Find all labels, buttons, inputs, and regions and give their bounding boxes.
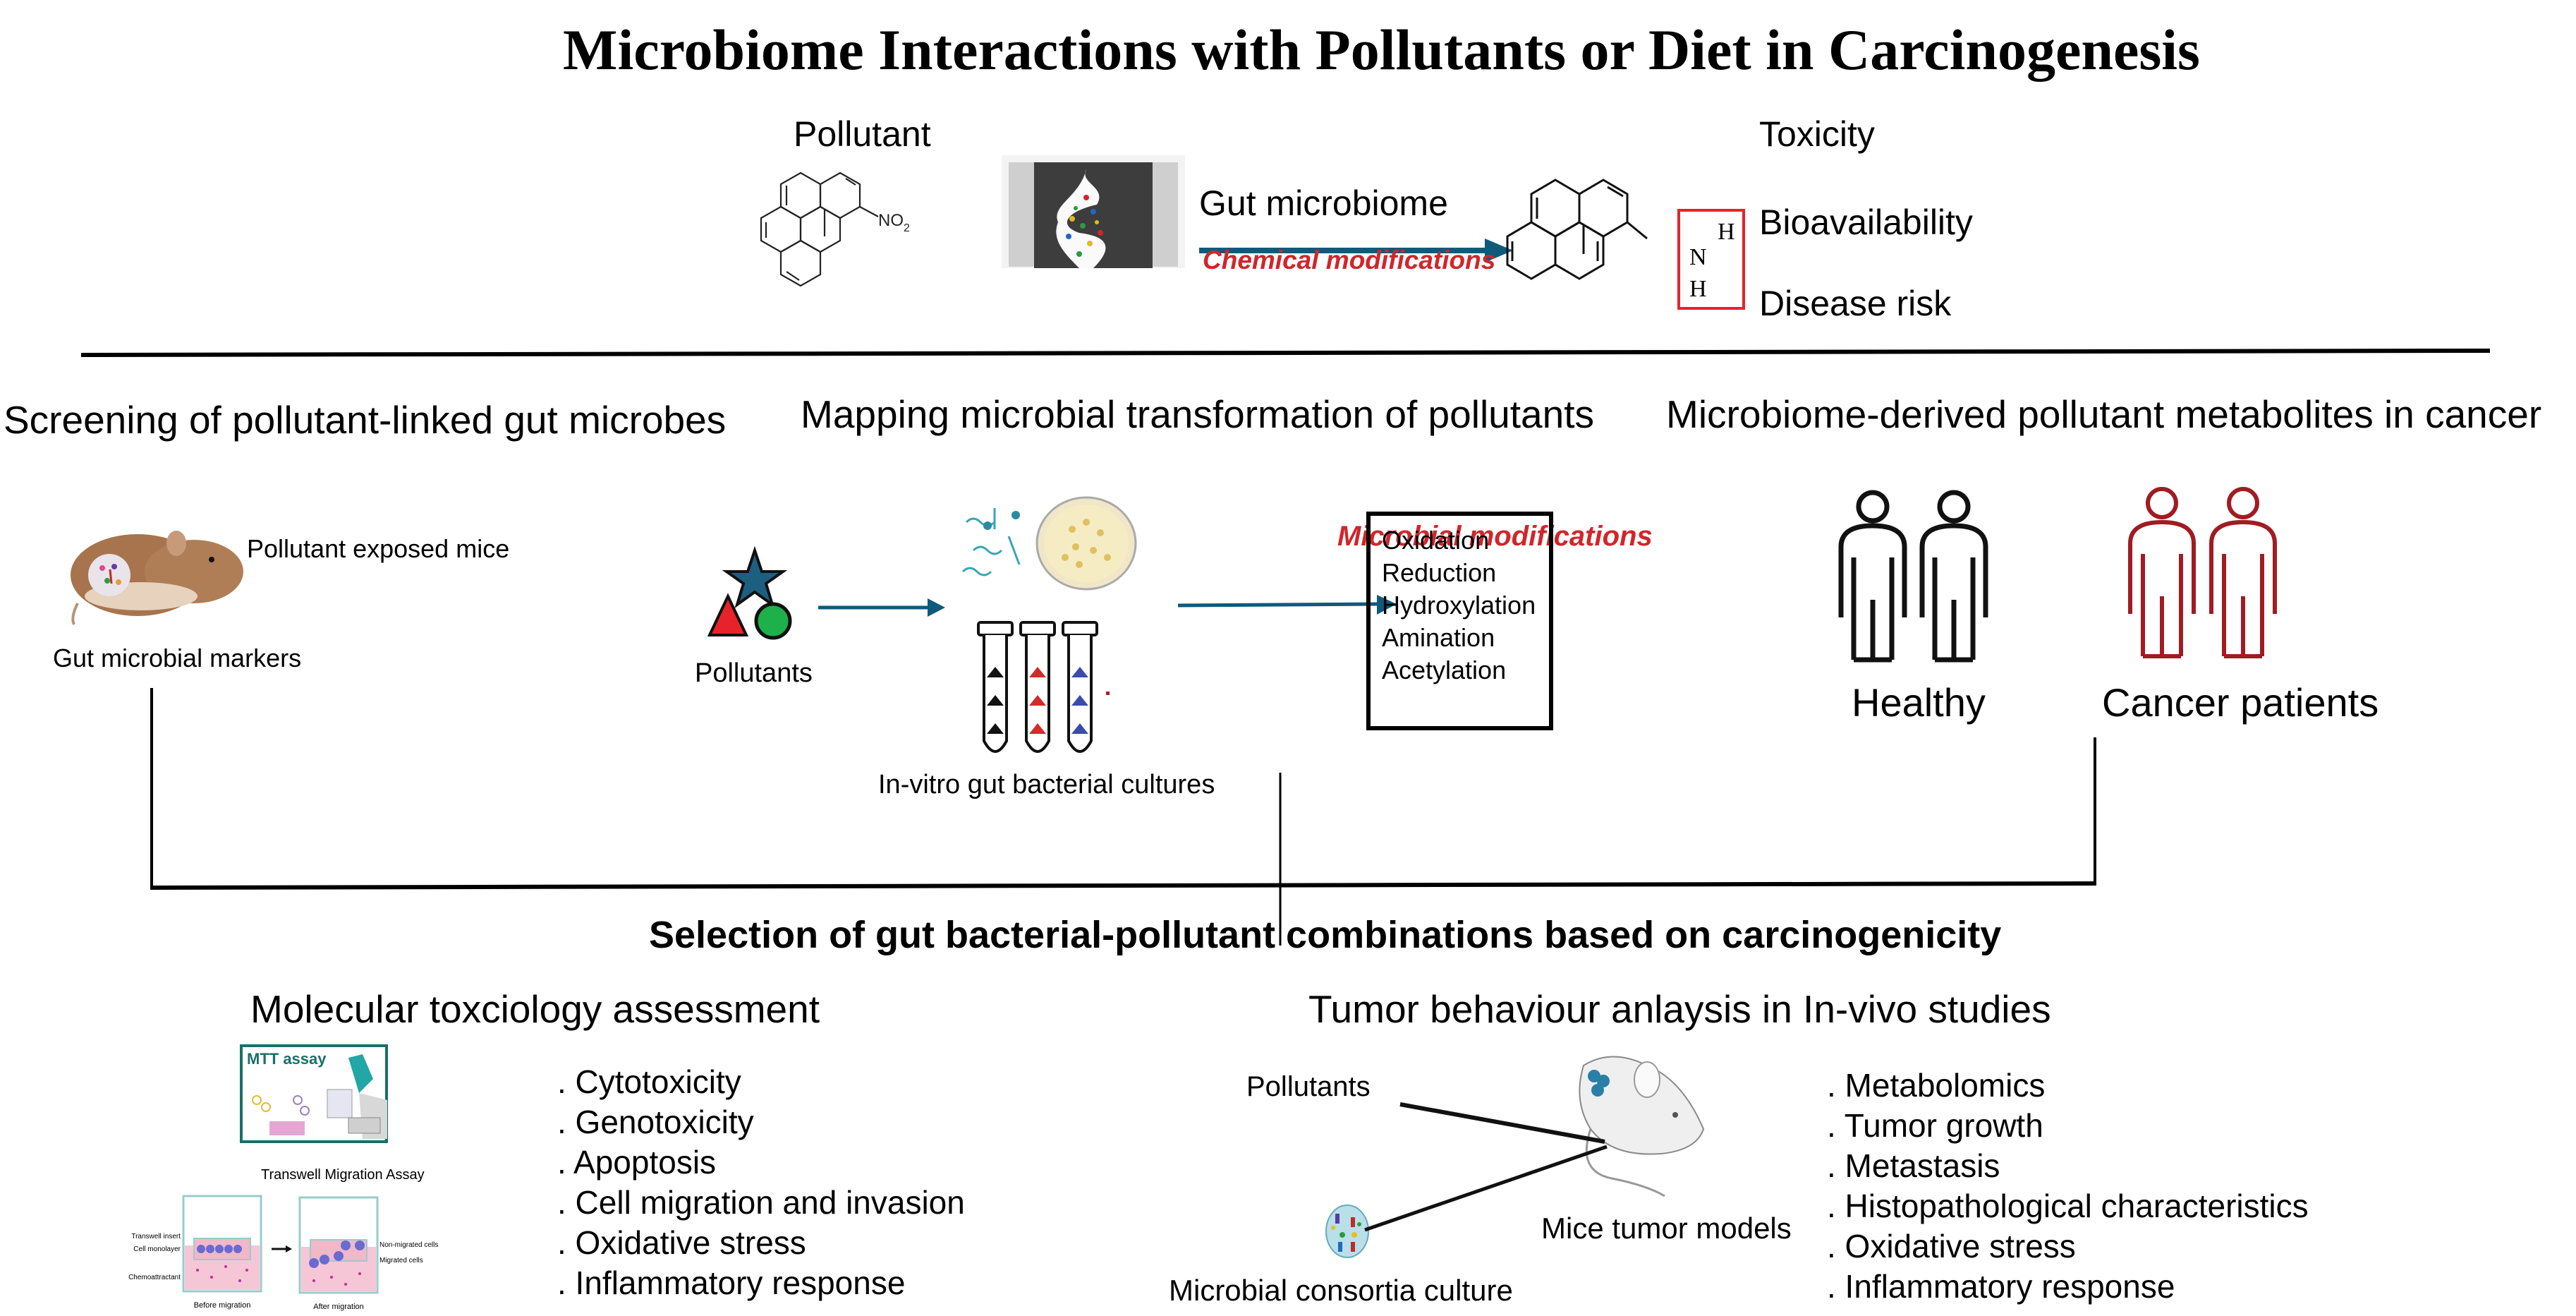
healthy-people-icon <box>1838 490 1988 663</box>
gut-anatomy-icon <box>1002 155 1185 268</box>
cancer-patients-icon <box>2128 487 2277 658</box>
selection-heading: Selection of gut bacterial-pollutant com… <box>649 914 2002 956</box>
microbial-consortia-icon <box>1325 1205 1369 1258</box>
cancer-patients-label: Cancer patients <box>2102 680 2379 725</box>
effect-toxicity: Toxicity <box>1759 114 1875 154</box>
amine-h2-label: H <box>1689 276 1707 302</box>
after-migration-label: After migration <box>313 1303 364 1311</box>
section-title-metabolites: Microbiome-derived pollutant metabolites… <box>1666 392 2542 436</box>
invivo-bullet: . Metabolomics <box>1827 1067 2046 1104</box>
non-migrated-cells-label: Non-migrated cells <box>379 1241 438 1249</box>
toxicology-bullet: . Genotoxicity <box>557 1104 754 1140</box>
healthy-label: Healthy <box>1852 680 1986 725</box>
section-title-screening: Screening of pollutant-linked gut microb… <box>4 398 727 442</box>
microbial-consortia-label: Microbial consortia culture <box>1169 1274 1513 1307</box>
invivo-bullet: . Inflammatory response <box>1827 1268 2175 1305</box>
arrow-to-cultures-icon <box>818 598 945 617</box>
modification-item: Amination <box>1382 623 1495 652</box>
invivo-bullet: . Metastasis <box>1827 1147 2000 1184</box>
migrated-cells-label: Migrated cells <box>379 1257 423 1264</box>
mice-tumor-models-label: Mice tumor models <box>1541 1212 1792 1245</box>
toxicology-bullet: . Apoptosis <box>557 1144 717 1181</box>
section-divider <box>80 349 2491 357</box>
amine-h1-label: H <box>1718 219 1735 245</box>
gut-microbial-markers-label: Gut microbial markers <box>53 644 302 672</box>
pollutant-exposed-mice-label: Pollutant exposed mice <box>247 534 510 563</box>
toxicology-bullet: . Inflammatory response <box>557 1264 906 1301</box>
modification-item: Acetylation <box>1382 656 1507 684</box>
chemoattractant-label: Chemoattractant <box>128 1274 181 1281</box>
chemical-modifications-label: Chemical modifications <box>1203 246 1496 274</box>
arrow-to-modifications-icon <box>1177 595 1397 615</box>
before-migration-label: Before migration <box>194 1301 251 1310</box>
invivo-pollutants-label: Pollutants <box>1246 1071 1371 1102</box>
toxicology-bullet: . Oxidative stress <box>557 1224 806 1261</box>
toxicology-bullet: . Cytotoxicity <box>557 1063 741 1100</box>
tumor-mouse-icon <box>1579 1056 1705 1197</box>
no2-group-label: NO <box>878 211 904 230</box>
modification-item: Hydroxylation <box>1382 591 1536 620</box>
invivo-bullet: . Oxidative stress <box>1827 1228 2076 1264</box>
transwell-insert-label: Transwell insert <box>131 1233 181 1240</box>
toxicology-title: Molecular toxciology assessment <box>250 987 820 1031</box>
invivo-title: Tumor behaviour anlaysis in In-vivo stud… <box>1308 987 2051 1031</box>
effect-disease-risk: Disease risk <box>1759 284 1952 323</box>
cell-monolayer-label: Cell monolayer <box>133 1245 181 1253</box>
invivo-bullet: . Tumor growth <box>1827 1107 2043 1144</box>
microbial-modifications-title: Microbial modifications <box>1337 521 1653 552</box>
modification-item: Reduction <box>1382 558 1497 587</box>
pollutants-label: Pollutants <box>695 658 813 688</box>
amine-group-highlight-box <box>1677 209 1745 310</box>
pipette-hand-icon <box>327 1054 387 1139</box>
svg-text:NO2: NO2 <box>878 211 910 234</box>
transwell-title: Transwell Migration Assay <box>261 1167 425 1183</box>
culture-tubes-icon <box>977 621 1110 753</box>
in-vitro-cultures-label: In-vitro gut bacterial cultures <box>878 770 1215 799</box>
molecule-sketch-icon <box>252 1095 310 1135</box>
transwell-assay-diagram: Transwell insert Cell monolayer Chemoatt… <box>128 1195 438 1311</box>
aminopyrene-structure-icon <box>1506 179 1648 280</box>
effect-bioavailability: Bioavailability <box>1759 203 1973 242</box>
nitropyrene-structure-icon: NO2 <box>760 171 910 287</box>
modification-item: Oxidation <box>1382 526 1490 555</box>
pollutant-label: Pollutant <box>794 114 931 154</box>
transformation-arrow-icon <box>1199 239 1513 262</box>
figure-title: Microbiome Interactions with Pollutants … <box>563 18 2200 82</box>
mtt-assay-panel: MTT assay <box>240 1044 388 1143</box>
gut-microbiome-label: Gut microbiome <box>1199 183 1448 223</box>
invivo-bullet: . Histopathological characteristics <box>1827 1188 2309 1224</box>
microbial-modifications-box: Oxidation Reduction Hydroxylation Aminat… <box>1366 512 1553 730</box>
amine-n-label: N <box>1689 244 1707 270</box>
pollutant-exposed-mouse-icon <box>71 531 243 625</box>
toxicology-bullet: . Cell migration and invasion <box>557 1184 965 1221</box>
pollutant-shapes-icon <box>707 545 792 640</box>
section-title-mapping: Mapping microbial transformation of poll… <box>801 392 1595 436</box>
bacteria-petri-dish-icon <box>961 496 1137 591</box>
no2-subscript: 2 <box>904 222 910 234</box>
mtt-assay-label: MTT assay <box>247 1050 327 1068</box>
